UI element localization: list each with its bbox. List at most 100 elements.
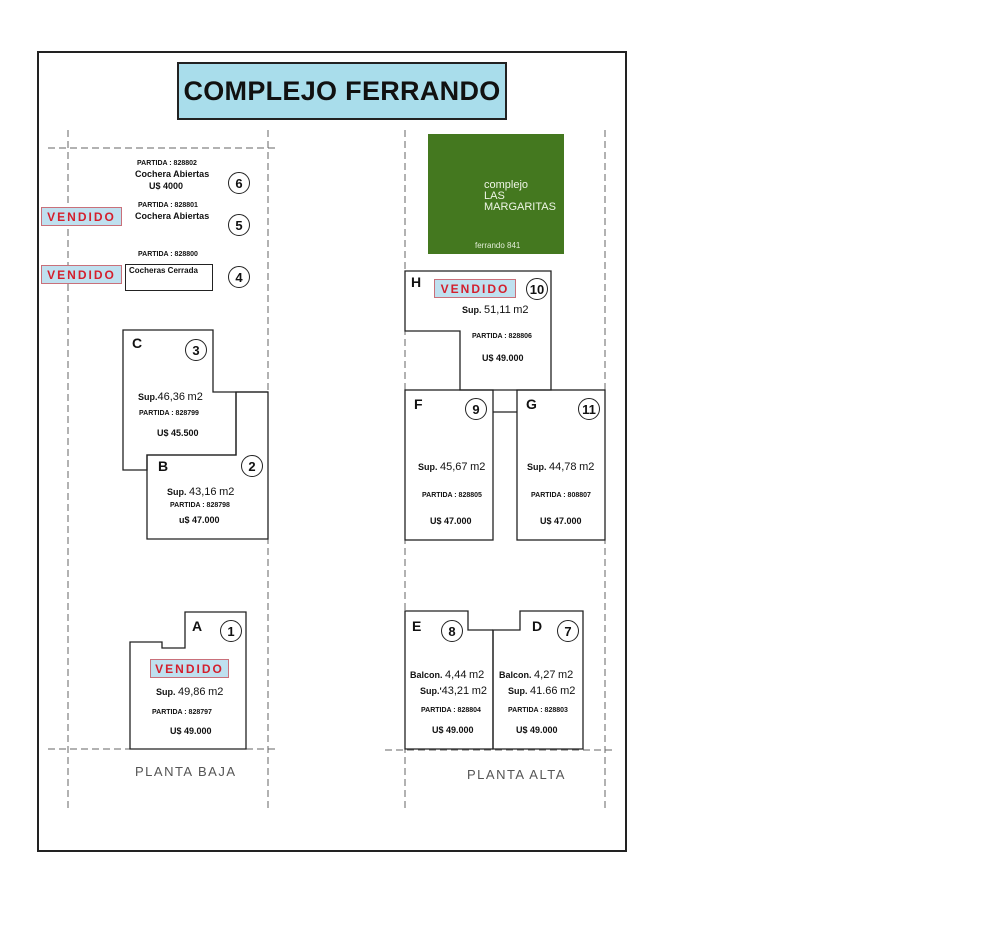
- logo-text: complejo LAS MARGARITAS: [484, 180, 556, 213]
- unit-a-price: U$ 49.000: [170, 726, 212, 736]
- unit-e-number: 8: [441, 620, 463, 642]
- logo-panel: [428, 134, 564, 254]
- page-title: COMPLEJO FERRANDO: [177, 62, 507, 120]
- unit-a-area-label: Sup.: [156, 687, 176, 697]
- logo-address: ferrando 841: [475, 241, 521, 250]
- unit-e-balcony-value: 4,44: [445, 669, 467, 681]
- unit-d-balcony-label: Balcon.: [499, 670, 532, 680]
- unit-e-area-unit: m2: [471, 685, 487, 697]
- unit-e-area-label: Sup.': [420, 686, 442, 696]
- unit-c-letter: C: [132, 335, 143, 351]
- parking-4-number: 4: [228, 266, 250, 288]
- unit-f-area-unit: m2: [470, 461, 486, 473]
- unit-d-letter: D: [532, 618, 543, 634]
- parking-4-partida: PARTIDA : 828800: [138, 251, 198, 258]
- unit-d-area-label: Sup.: [508, 686, 528, 696]
- unit-e-outline: [404, 610, 493, 750]
- parking-6-partida: PARTIDA : 828802: [137, 160, 197, 167]
- unit-b-price: u$ 47.000: [179, 515, 220, 525]
- unit-h-price: U$ 49.000: [482, 353, 524, 363]
- parking-4-desc: Cocheras Cerrada: [129, 266, 198, 275]
- unit-a-number: 1: [220, 620, 242, 642]
- unit-b-partida: PARTIDA : 828798: [170, 502, 230, 509]
- unit-h-sold-badge: VENDIDO: [434, 279, 516, 298]
- parking-6-price: U$ 4000: [149, 181, 184, 191]
- unit-e-price: U$ 49.000: [432, 725, 474, 735]
- parking-4-box: Cocheras Cerrada: [125, 264, 213, 291]
- unit-f-area: Sup. 45,67 m2: [418, 461, 485, 473]
- floor-label-baja: PLANTA BAJA: [135, 764, 237, 779]
- unit-c-partida: PARTIDA : 828799: [139, 410, 199, 417]
- unit-a-sold-badge: VENDIDO: [150, 659, 229, 678]
- logo-line3: MARGARITAS: [484, 201, 556, 213]
- unit-c-area: Sup.46,36 m2: [138, 391, 203, 403]
- unit-f-partida: PARTIDA : 828805: [422, 492, 482, 499]
- unit-d-balcony: Balcon. 4,27 m2: [499, 669, 573, 681]
- unit-d-area-unit: m2: [560, 685, 576, 697]
- unit-a-outline: [129, 611, 247, 750]
- unit-f-area-value: 45,67: [440, 461, 468, 473]
- unit-h-area-label: Sup.: [462, 305, 482, 315]
- unit-g-outline: [516, 389, 606, 541]
- unit-e-area-value: 43,21: [441, 685, 470, 697]
- unit-h-area-value: 51,11: [484, 304, 511, 316]
- unit-d-balcony-unit: m2: [557, 669, 574, 681]
- floor-label-alta: PLANTA ALTA: [467, 767, 566, 782]
- unit-e-partida: PARTIDA : 828804: [421, 707, 481, 714]
- parking-5-number: 5: [228, 214, 250, 236]
- unit-e-balcony-label: Balcon.: [410, 670, 443, 680]
- unit-h-letter: H: [411, 274, 422, 290]
- unit-a-letter: A: [192, 618, 203, 634]
- unit-b-area: Sup. 43,16 m2: [167, 486, 234, 498]
- unit-b-area-label: Sup.: [167, 487, 187, 497]
- unit-b-outline: [146, 391, 269, 540]
- unit-b-area-unit: m2: [219, 486, 235, 498]
- unit-g-area-unit: m2: [579, 461, 595, 473]
- unit-g-area-value: 44,78: [549, 461, 577, 473]
- logo-line2: LAS: [484, 190, 505, 202]
- unit-f-letter: F: [414, 396, 423, 412]
- drawing-sheet: [37, 51, 627, 852]
- unit-g-letter: G: [526, 396, 537, 412]
- unit-e-balcony: Balcon. 4,44 m2: [410, 669, 484, 681]
- unit-c-area-unit: m2: [187, 391, 203, 403]
- unit-a-area-value: 49,86: [178, 686, 206, 698]
- unit-b-area-value: 43,16: [189, 486, 217, 498]
- unit-d-area-value: 41.66: [530, 685, 558, 697]
- unit-d-number: 7: [557, 620, 579, 642]
- unit-a-area-unit: m2: [208, 686, 224, 698]
- parking-5-desc: Cochera Abiertas: [135, 211, 210, 221]
- unit-c-number: 3: [185, 339, 207, 361]
- unit-f-number: 9: [465, 398, 487, 420]
- unit-d-area: Sup. 41.66 m2: [508, 685, 575, 697]
- unit-g-partida: PARTIDA : 808807: [531, 492, 591, 499]
- unit-h-number: 10: [526, 278, 548, 300]
- parking-5-partida: PARTIDA : 828801: [138, 202, 198, 209]
- unit-g-price: U$ 47.000: [540, 516, 582, 526]
- unit-a-area: Sup. 49,86 m2: [156, 686, 223, 698]
- unit-e-balcony-unit: m2: [468, 669, 485, 681]
- parking-4-sold-badge: VENDIDO: [41, 265, 122, 284]
- unit-d-price: U$ 49.000: [516, 725, 558, 735]
- parking-5-sold-badge: VENDIDO: [41, 207, 122, 226]
- unit-e-area: Sup.'43,21 m2: [420, 685, 487, 697]
- unit-f-outline: [404, 389, 494, 541]
- unit-e-letter: E: [412, 618, 422, 634]
- unit-h-area: Sup. 51,11 m2: [462, 304, 529, 316]
- parking-6-number: 6: [228, 172, 250, 194]
- unit-c-area-value: 46,36: [157, 391, 186, 403]
- unit-g-area-label: Sup.: [527, 462, 547, 472]
- unit-d-partida: PARTIDA : 828803: [508, 707, 568, 714]
- unit-b-number: 2: [241, 455, 263, 477]
- unit-f-price: U$ 47.000: [430, 516, 472, 526]
- unit-g-area: Sup. 44,78 m2: [527, 461, 594, 473]
- logo-line1: complejo: [484, 179, 529, 191]
- unit-f-area-label: Sup.: [418, 462, 438, 472]
- unit-d-balcony-value: 4,27: [534, 669, 556, 681]
- unit-c-price: U$ 45.500: [157, 428, 199, 438]
- unit-c-area-label: Sup.: [138, 392, 158, 402]
- unit-h-partida: PARTIDA : 828806: [472, 333, 532, 340]
- unit-a-partida: PARTIDA : 828797: [152, 709, 212, 716]
- unit-g-number: 11: [578, 398, 600, 420]
- unit-h-area-unit: m2: [513, 304, 529, 316]
